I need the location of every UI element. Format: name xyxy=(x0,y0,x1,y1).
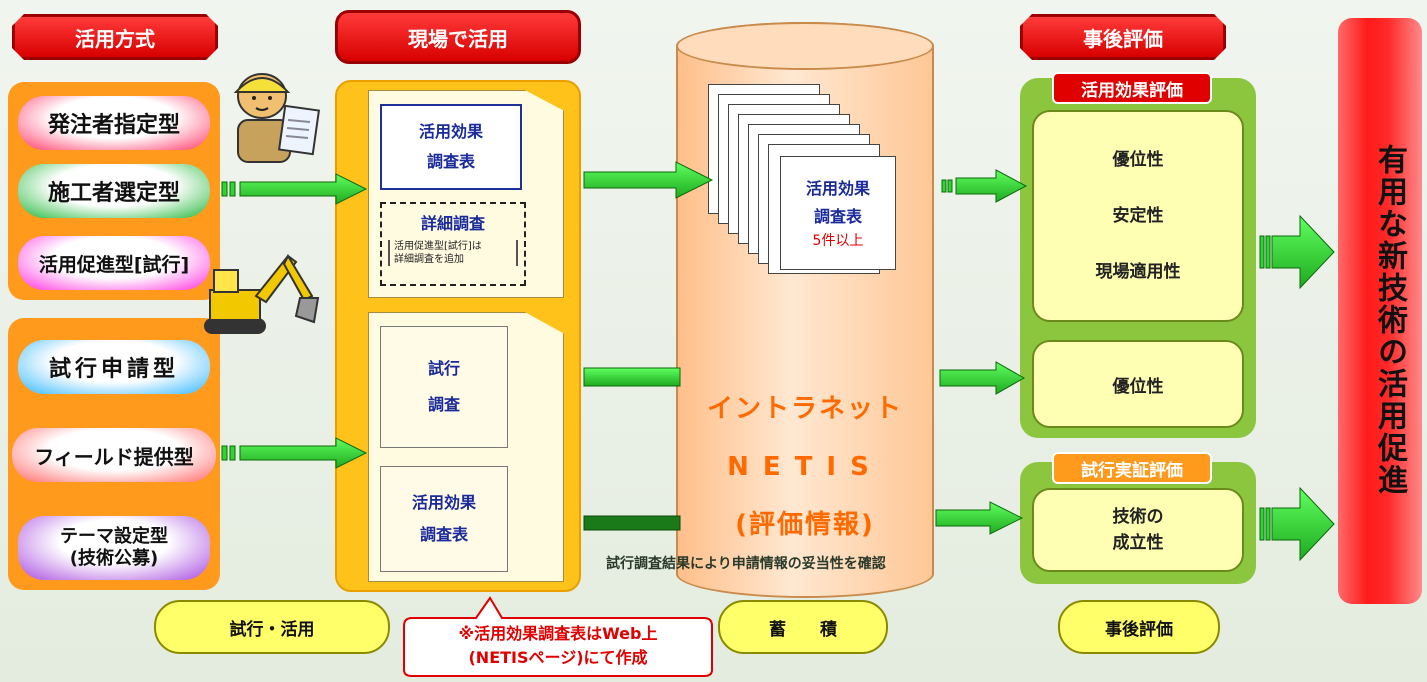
survey-card-2-line1: 活用効果 xyxy=(411,493,476,512)
netis-sheet-count: 5件以上 xyxy=(812,233,864,249)
netis-sheet-line1: 活用効果 xyxy=(805,179,870,198)
promotion-bar xyxy=(1338,18,1422,604)
worker-with-clipboard-icon xyxy=(233,73,321,163)
web-note-line1: ※活用効果調査表はWeb上 xyxy=(458,624,658,643)
callout-shape xyxy=(403,596,713,677)
connector-bar xyxy=(583,515,681,531)
detail-note-line1: 活用促進型[試行]は xyxy=(394,241,482,252)
method-item-theme: テーマ設定型 (技術公募) xyxy=(18,516,210,580)
method-item: 発注者指定型 xyxy=(18,96,210,150)
arrow-right-icon xyxy=(941,169,1028,203)
effect-eval-box: 優位性 安定性 現場適用性 xyxy=(1032,110,1244,322)
detail-survey-note: 活用促進型[試行]は 詳細調査を追加 xyxy=(388,240,518,266)
method-item: 施工者選定型 xyxy=(18,164,210,218)
web-note-text: ※活用効果調査表はWeb上 (NETISページ)にて作成 xyxy=(402,622,714,670)
bottom-label-trial-use: 試行・活用 xyxy=(154,600,390,654)
netis-label-line3: (評価情報) xyxy=(735,510,875,540)
survey-card-1: 活用効果 調査表 xyxy=(380,104,522,190)
promotion-text: 有用な新技術の活用促進 xyxy=(1372,144,1407,496)
effect-item: 現場適用性 xyxy=(1095,262,1181,282)
trial-line1: 試行 xyxy=(427,359,460,378)
arrow-right-icon xyxy=(1259,486,1335,562)
netis-label-line1: イントラネット xyxy=(706,394,903,424)
trial-eval-line2: 成立性 xyxy=(1112,533,1164,553)
header-method: 活用方式 xyxy=(12,14,218,60)
trial-line2: 調査 xyxy=(427,395,460,414)
trial-survey-card: 試行 調査 xyxy=(380,326,508,448)
survey-card-2-line2: 調査表 xyxy=(419,525,468,544)
method-item: フィールド提供型 xyxy=(12,428,216,482)
trial-eval-title: 試行実証評価 xyxy=(1052,452,1212,484)
trial-eval-line1: 技術の xyxy=(1112,507,1164,527)
theme-line2: (技術公募) xyxy=(69,548,159,569)
arrow-right-icon xyxy=(1259,214,1335,290)
web-note-callout: ※活用効果調査表はWeb上 (NETISページ)にて作成 xyxy=(402,596,714,678)
netis-cylinder-top xyxy=(676,22,934,70)
theme-line1: テーマ設定型 xyxy=(60,526,168,547)
arrow-right-icon xyxy=(935,501,1024,535)
web-note-line2: (NETISページ)にて作成 xyxy=(468,648,648,667)
header-post-eval: 事後評価 xyxy=(1020,14,1226,60)
header-site: 現場で活用 xyxy=(335,10,581,64)
effect-item: 優位性 xyxy=(1112,150,1164,170)
bottom-label-accumulate: 蓄 積 xyxy=(718,600,888,654)
detail-survey-box: 詳細調査 活用促進型[試行]は 詳細調査を追加 xyxy=(380,202,526,286)
connector-bar xyxy=(583,367,681,387)
trial-eval-box: 技術の 成立性 xyxy=(1032,488,1244,572)
netis-sheet-line2: 調査表 xyxy=(813,207,862,226)
effect-eval-title: 活用効果評価 xyxy=(1052,72,1212,104)
bottom-label-post-eval: 事後評価 xyxy=(1058,600,1220,654)
method-item: 活用促進型[試行] xyxy=(18,236,210,290)
method-item: 試行申請型 xyxy=(18,340,210,394)
effect-item: 安定性 xyxy=(1112,206,1164,226)
survey-card-2: 活用効果 調査表 xyxy=(380,466,508,572)
detail-survey-title: 詳細調査 xyxy=(420,214,485,233)
excavator-icon xyxy=(204,253,320,334)
verify-note: 試行調査結果により申請情報の妥当性を確認 xyxy=(606,556,886,572)
netis-label-line2: NETIS xyxy=(727,452,883,482)
superiority-box: 優位性 xyxy=(1032,340,1244,428)
netis-sheet-front: 活用効果 調査表 5件以上 xyxy=(780,156,896,270)
survey-card-1-line2: 調査表 xyxy=(426,152,475,171)
netis-label: イントラネット NETIS (評価情報) xyxy=(676,380,934,554)
survey-card-1-line1: 活用効果 xyxy=(418,122,483,141)
detail-note-line2: 詳細調査を追加 xyxy=(394,254,464,265)
arrow-right-icon xyxy=(939,361,1026,395)
